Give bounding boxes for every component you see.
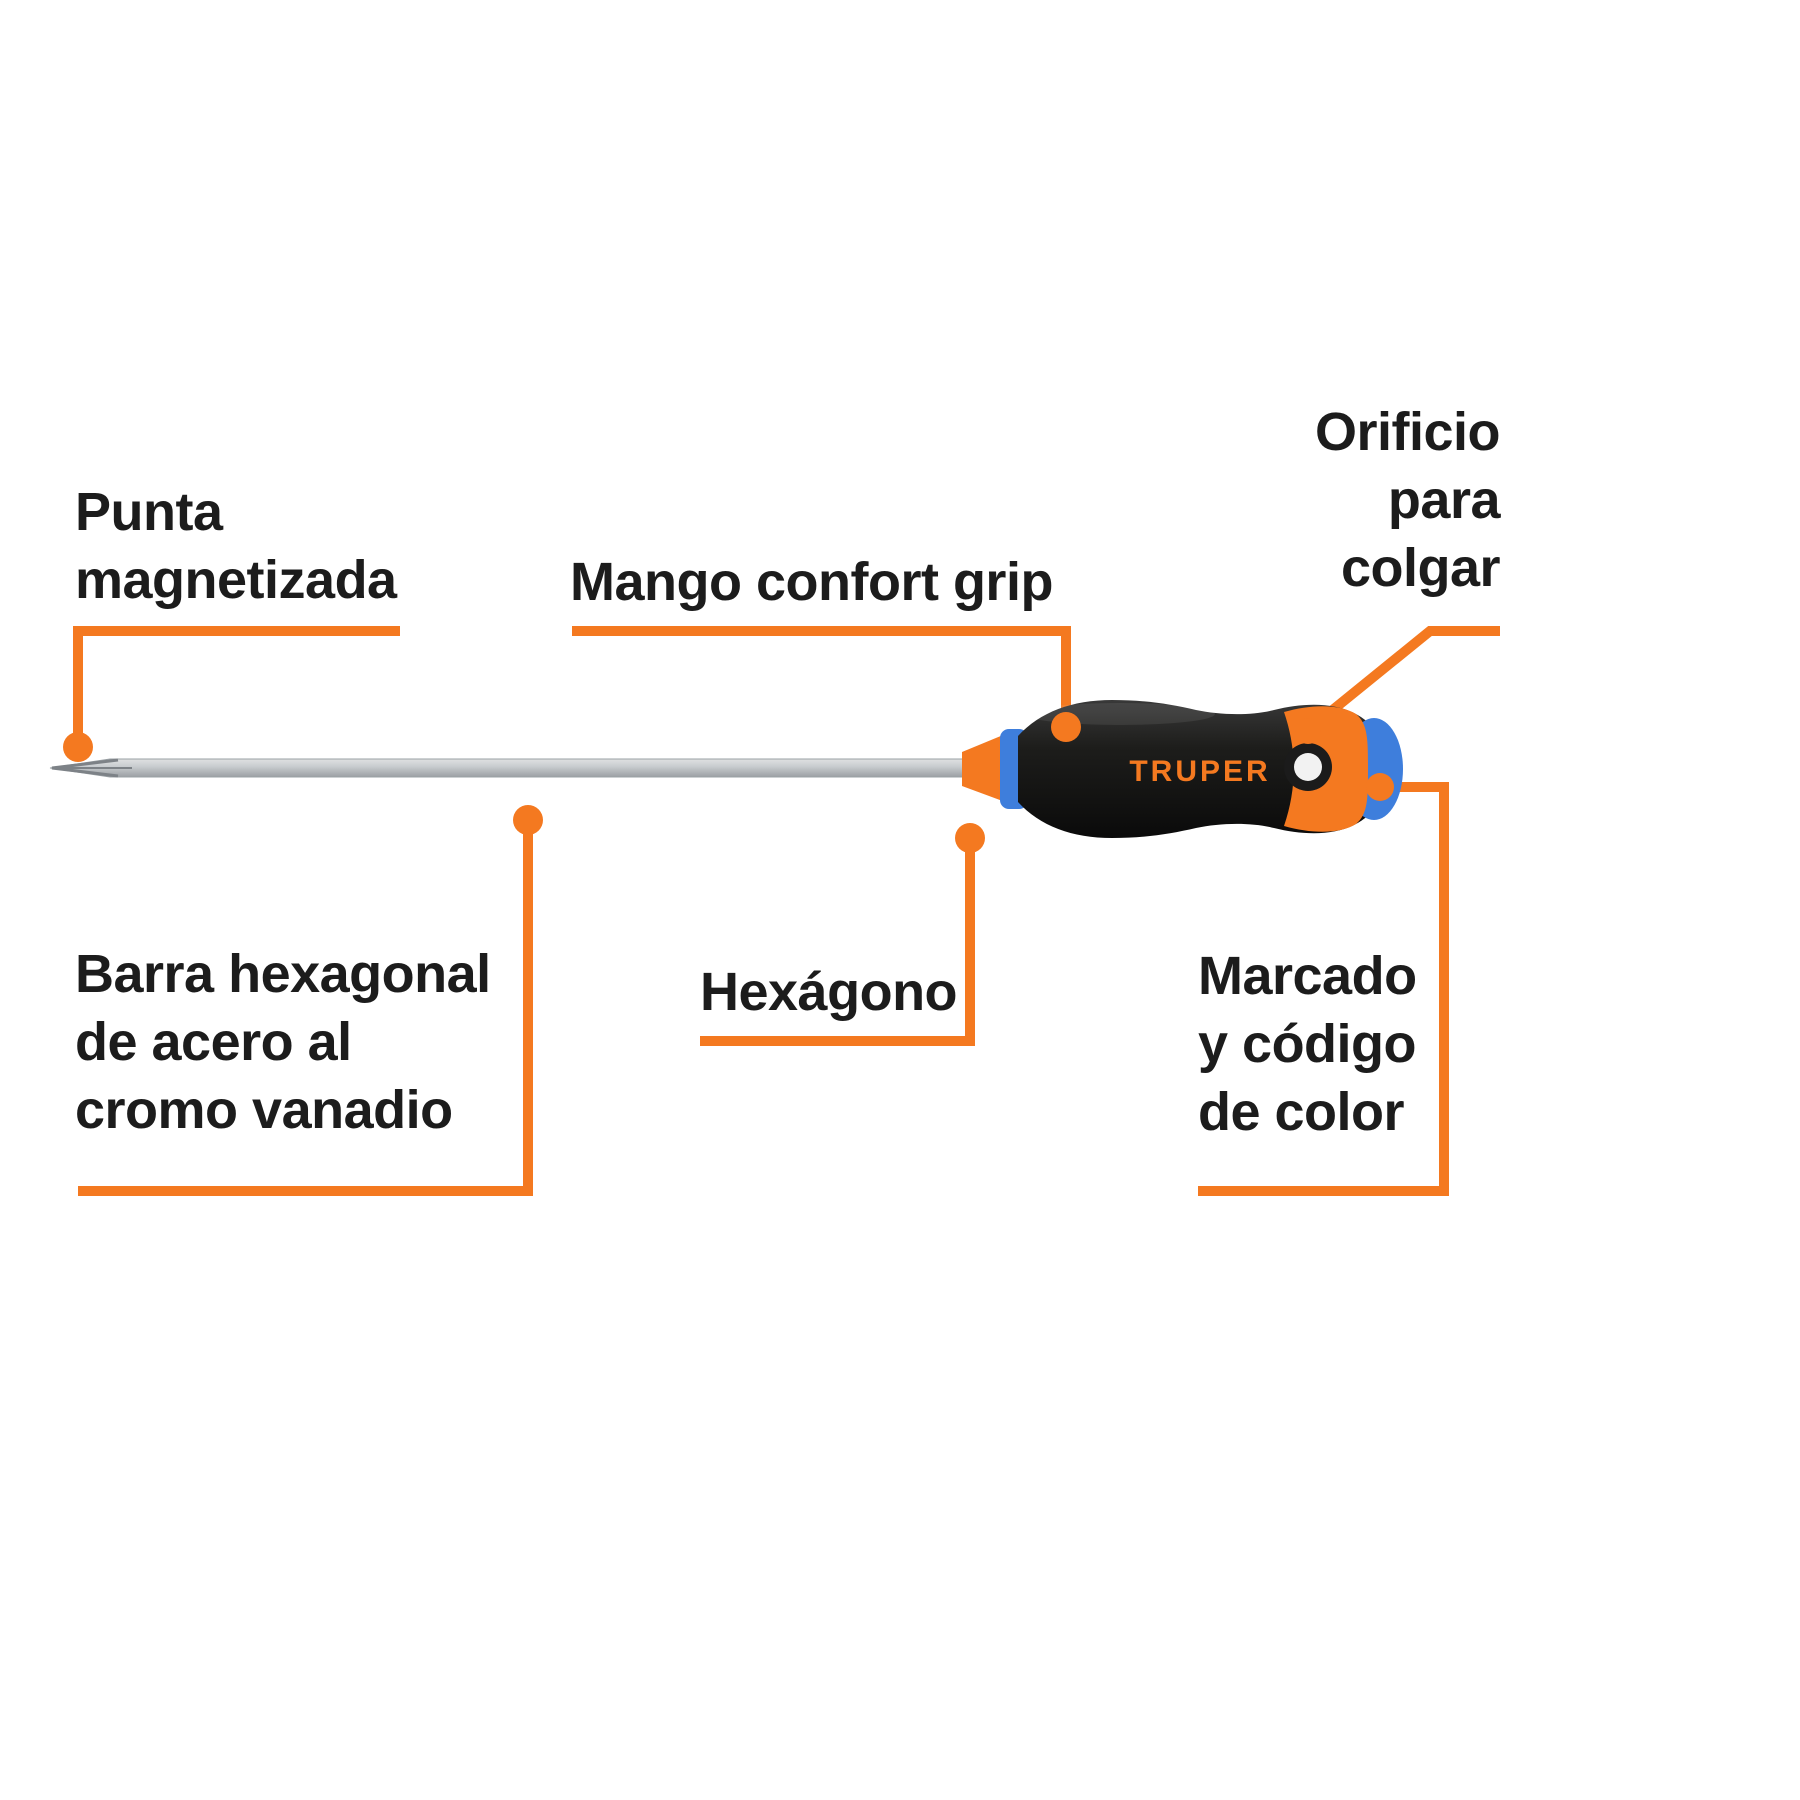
- callout-label-mango-confort-grip: Mango confort grip: [570, 552, 1053, 612]
- callout-line-barra: [78, 822, 533, 1196]
- callout-dot-barra: [513, 805, 543, 835]
- callout-dot-orificio: [1295, 718, 1321, 744]
- shaft: [49, 758, 986, 778]
- callout-dot-mango: [1051, 712, 1081, 742]
- callout-line-punta: [73, 626, 400, 747]
- callout-label-orificio-para-colgar: Orificio para colgar: [1314, 402, 1501, 598]
- callout-dot-punta: [63, 732, 93, 762]
- callout-label-barra-hexagonal: Barra hexagonal de acero al cromo vanadi…: [75, 944, 491, 1140]
- phillips-tip: [51, 758, 132, 778]
- hang-hole: [1284, 743, 1332, 791]
- callout-line-hexagono: [700, 840, 975, 1046]
- callout-label-marcado-codigo: Marcado y código de color: [1198, 946, 1417, 1142]
- ferrule: [962, 733, 1008, 803]
- callout-line-marcado: [1198, 782, 1449, 1196]
- callout-line-mango: [572, 626, 1071, 727]
- callout-label-hexagono: Hexágono: [700, 962, 958, 1022]
- callout-dot-marcado: [1366, 773, 1394, 801]
- callout-dot-hexagono: [955, 823, 985, 853]
- callout-label-punta-magnetizada: Punta magnetizada: [75, 482, 397, 610]
- brand-text: TRUPER: [1129, 755, 1270, 788]
- callout-line-orificio: [1304, 626, 1500, 734]
